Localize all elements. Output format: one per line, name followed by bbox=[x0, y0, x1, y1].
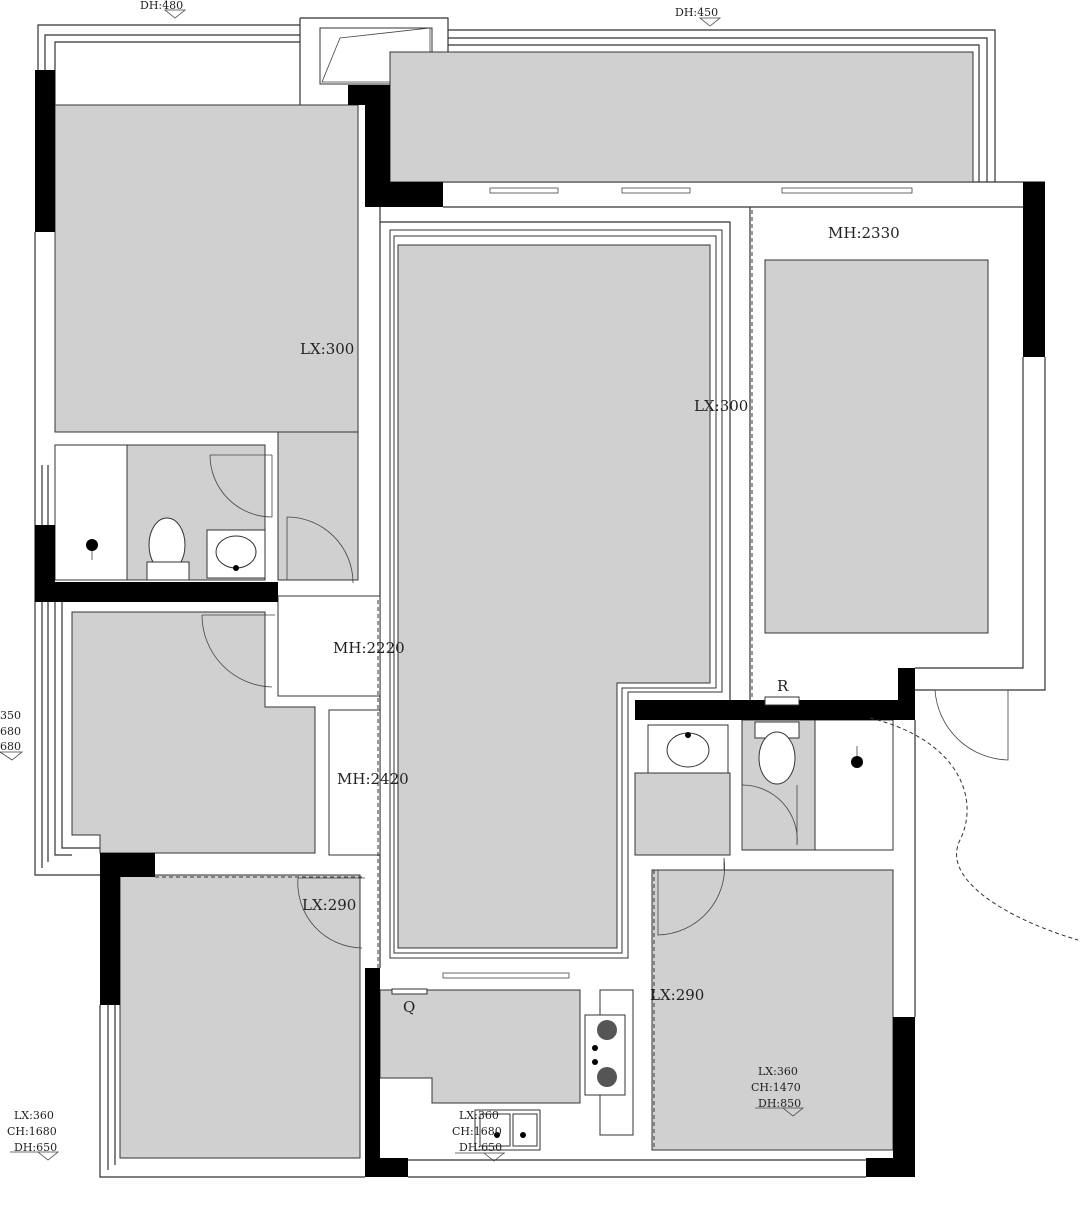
door-height-label: MH:2420 bbox=[337, 770, 409, 788]
label-line: DH:650 bbox=[459, 1141, 502, 1154]
label-line: DH:850 bbox=[758, 1097, 801, 1110]
floor-drain-icon bbox=[851, 746, 863, 768]
door-swing-icon bbox=[741, 784, 798, 850]
right-bathroom-sink bbox=[634, 772, 731, 856]
living-room bbox=[397, 244, 711, 949]
door-swing-icon bbox=[934, 689, 1010, 761]
windows-top bbox=[442, 187, 913, 979]
left-middle-bedroom bbox=[71, 611, 316, 854]
door-swing-icon bbox=[209, 454, 273, 518]
dashed-lines bbox=[155, 105, 1079, 1158]
level-marker-icon bbox=[455, 1152, 506, 1162]
kitchen-window-label: LX:360 CH:1680 DH:650 bbox=[452, 1109, 506, 1162]
level-marker-icon bbox=[10, 1151, 60, 1161]
label-line: CH:1680 bbox=[452, 1125, 502, 1138]
bottom-left-window-label: LX:360 CH:1680 DH:650 bbox=[7, 1109, 60, 1161]
top-left-bedroom bbox=[54, 104, 359, 433]
corridor bbox=[277, 431, 359, 581]
label-line: LX:360 bbox=[14, 1109, 54, 1122]
right-bedroom bbox=[764, 259, 989, 634]
sink-icon bbox=[474, 1109, 541, 1151]
beam-label: LX:290 bbox=[302, 896, 356, 914]
bottom-right-window-label: LX:360 CH:1470 DH:850 bbox=[751, 1065, 805, 1117]
level-marker-icon bbox=[755, 1107, 805, 1117]
label-line: 350 bbox=[0, 709, 21, 722]
label-line: CH:1680 bbox=[7, 1125, 57, 1138]
door-height-label: MH:2220 bbox=[333, 639, 405, 657]
beam-label: LX:300 bbox=[694, 397, 748, 415]
bath-storage bbox=[54, 444, 128, 581]
bottom-right-bedroom bbox=[651, 869, 894, 1151]
level-label: DH:450 bbox=[675, 6, 718, 19]
top-balcony bbox=[389, 51, 974, 183]
door-swing-icon bbox=[201, 614, 275, 688]
beam-label: LX:290 bbox=[650, 986, 704, 1004]
level-label: DH:480 bbox=[140, 0, 183, 12]
sink-icon bbox=[647, 724, 729, 774]
level-marker-icon bbox=[163, 9, 187, 19]
door-swing-icon bbox=[657, 857, 725, 936]
floor-drain-icon bbox=[86, 539, 98, 560]
level-marker-icon bbox=[698, 17, 722, 27]
marker-q: Q bbox=[403, 998, 415, 1016]
walls bbox=[35, 70, 1045, 1177]
label-line: 680 bbox=[0, 740, 21, 753]
door-swing-icon bbox=[297, 877, 365, 949]
marker-r: R bbox=[777, 677, 789, 695]
stove-icon bbox=[584, 989, 634, 1136]
doors bbox=[201, 454, 1010, 949]
label-line: LX:360 bbox=[758, 1065, 798, 1078]
label-line: LX:360 bbox=[459, 1109, 499, 1122]
label-line: CH:1470 bbox=[751, 1081, 801, 1094]
level-marker-icon bbox=[0, 751, 24, 761]
toilet-icon bbox=[146, 517, 190, 581]
bottom-left-bedroom bbox=[119, 874, 361, 1159]
sink-icon bbox=[206, 529, 266, 579]
door-height-label: MH:2330 bbox=[828, 224, 900, 242]
left-edge-window-label: 350 680 680 bbox=[0, 709, 24, 761]
toilet-icon bbox=[754, 721, 800, 785]
door-swing-icon bbox=[286, 516, 354, 584]
label-line: DH:650 bbox=[14, 1141, 57, 1154]
label-line: 680 bbox=[0, 725, 21, 738]
beam-label: LX:300 bbox=[300, 340, 354, 358]
